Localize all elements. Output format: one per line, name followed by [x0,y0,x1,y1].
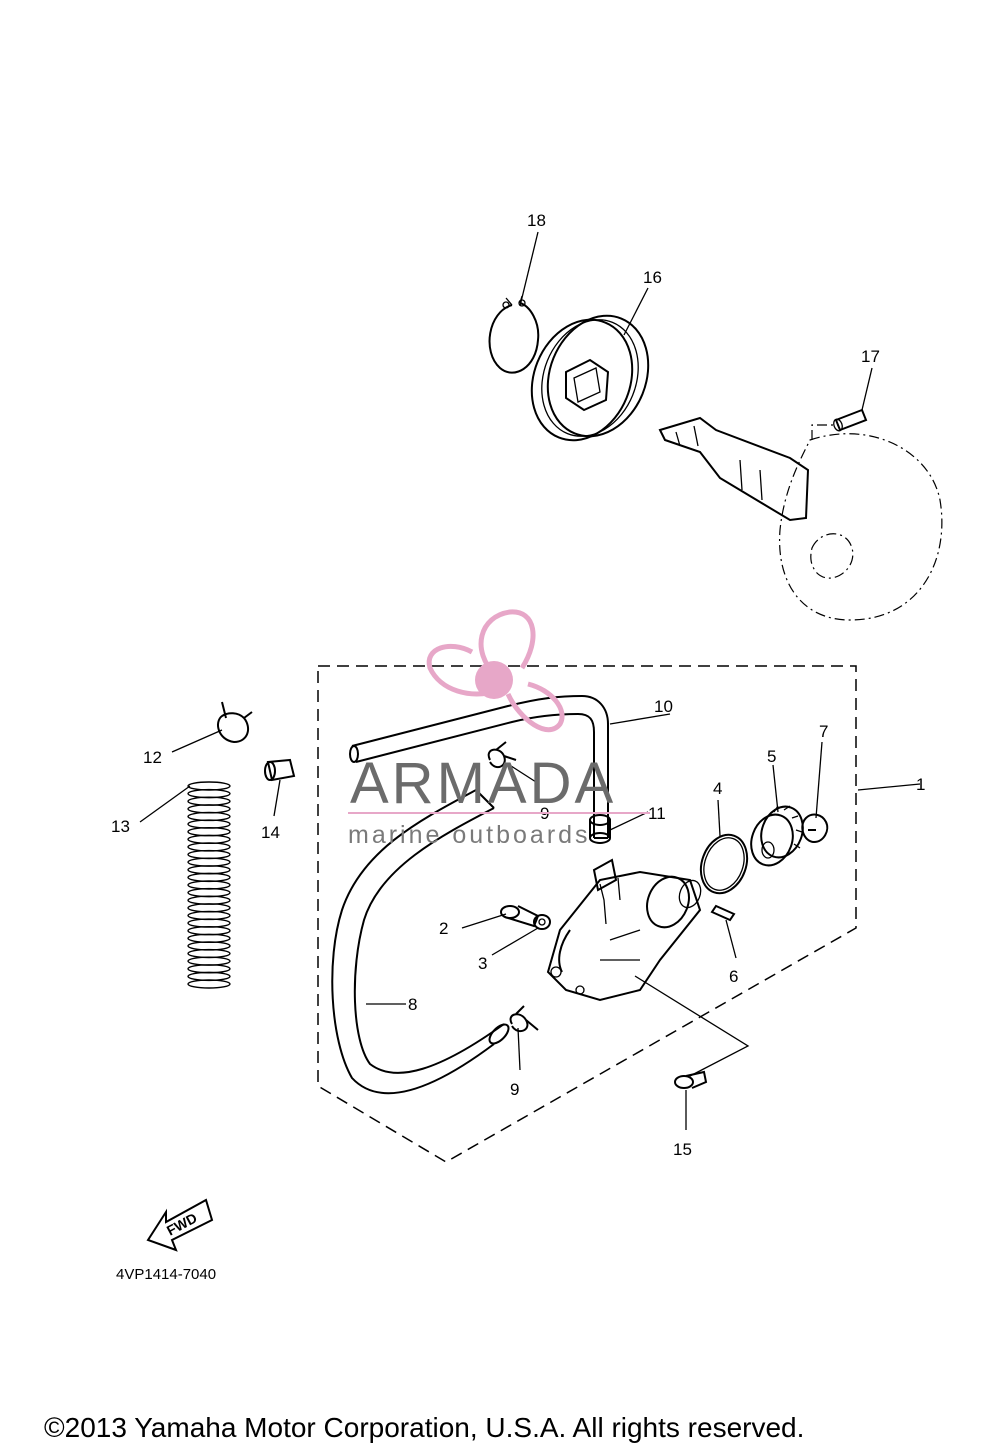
gear-part-5 [750,805,804,867]
spring-coil [187,941,231,951]
fwd-arrow-icon: FWD [146,1198,214,1252]
screw-part-15 [674,1070,708,1089]
washer-part-3 [533,914,551,930]
hose-part-8 [331,789,510,1095]
assembly-boundary [317,665,857,1163]
leader-lines [139,231,921,1130]
pulley-part-16 [530,314,650,442]
propeller-hub [475,661,513,699]
spring-coil [187,857,231,867]
oil-pump-body [546,858,750,1077]
grommet-part-14 [264,758,296,782]
callout-14: 14 [261,823,280,842]
propeller-blade [505,681,565,733]
callout-10: 10 [654,697,673,716]
pin-part-6 [710,904,736,922]
watermark-subtitle: marine outboards [348,821,591,849]
spring-coil [187,804,231,814]
spring-coil [187,849,231,860]
spring-coil [187,925,231,936]
callout-12: 12 [143,748,162,767]
copyright-notice: ©2013 Yamaha Motor Corporation, U.S.A. A… [44,1412,804,1443]
callout-labels: 1 2 3 4 5 6 7 8 9 9 10 11 12 13 14 15 16… [111,211,925,1159]
spring-coil [187,811,231,822]
callout-2: 2 [439,919,448,938]
callout-5: 5 [767,747,776,766]
callout-7: 7 [819,722,828,741]
spring-coil [187,788,231,799]
watermark-title: ARMADA [350,751,616,816]
spring-part-13 [187,781,231,989]
propeller-blade [478,609,536,678]
spring-coil [187,781,231,791]
pin-part-17 [833,408,868,432]
clamp-part-9-upper [487,741,517,769]
callout-1: 1 [916,775,925,794]
callout-15: 15 [673,1140,692,1159]
spring-coil [187,948,231,959]
callout-16: 16 [643,268,662,287]
callout-6: 6 [729,967,738,986]
spring-coil [187,880,231,890]
spring-coil [187,865,231,875]
o-ring-part-4 [699,833,749,895]
spring-coil [187,933,231,944]
callout-17: 17 [861,347,880,366]
spring-coil [187,971,231,982]
callout-9-lower: 9 [510,1080,519,1099]
propeller-blade [426,643,501,697]
clip-part-7 [801,813,829,844]
callout-11: 11 [648,804,666,823]
clamp-part-9-lower [509,1005,539,1033]
spring-coil [187,834,231,845]
propeller-icon [426,609,565,733]
spring-coil [187,910,231,921]
spring-coil [187,964,231,974]
spring-coil [187,895,231,905]
clamp-part-12 [217,701,253,744]
armada-logo-watermark: ARMADA marine outboards [348,609,650,849]
spring-coil [187,903,231,913]
callout-3: 3 [478,954,487,973]
callout-18: 18 [527,211,546,230]
callout-8: 8 [408,995,417,1014]
callout-4: 4 [713,779,722,798]
spring-coil [187,826,231,837]
spring-coil [187,956,231,966]
spring-coil [187,918,231,928]
spring-coil [187,842,231,852]
spring-coil [187,872,231,883]
bolt-part-2 [500,905,540,928]
spring-coil [187,887,231,898]
sleeve-part-11 [589,814,611,844]
spring-coil [187,979,231,989]
drawing-code: 4VP1414-7040 [116,1266,216,1283]
crankshaft-housing [658,416,943,621]
callout-13: 13 [111,817,130,836]
circlip-part-18 [488,295,540,374]
spring-coil [187,819,231,829]
spring-coil [187,796,231,806]
